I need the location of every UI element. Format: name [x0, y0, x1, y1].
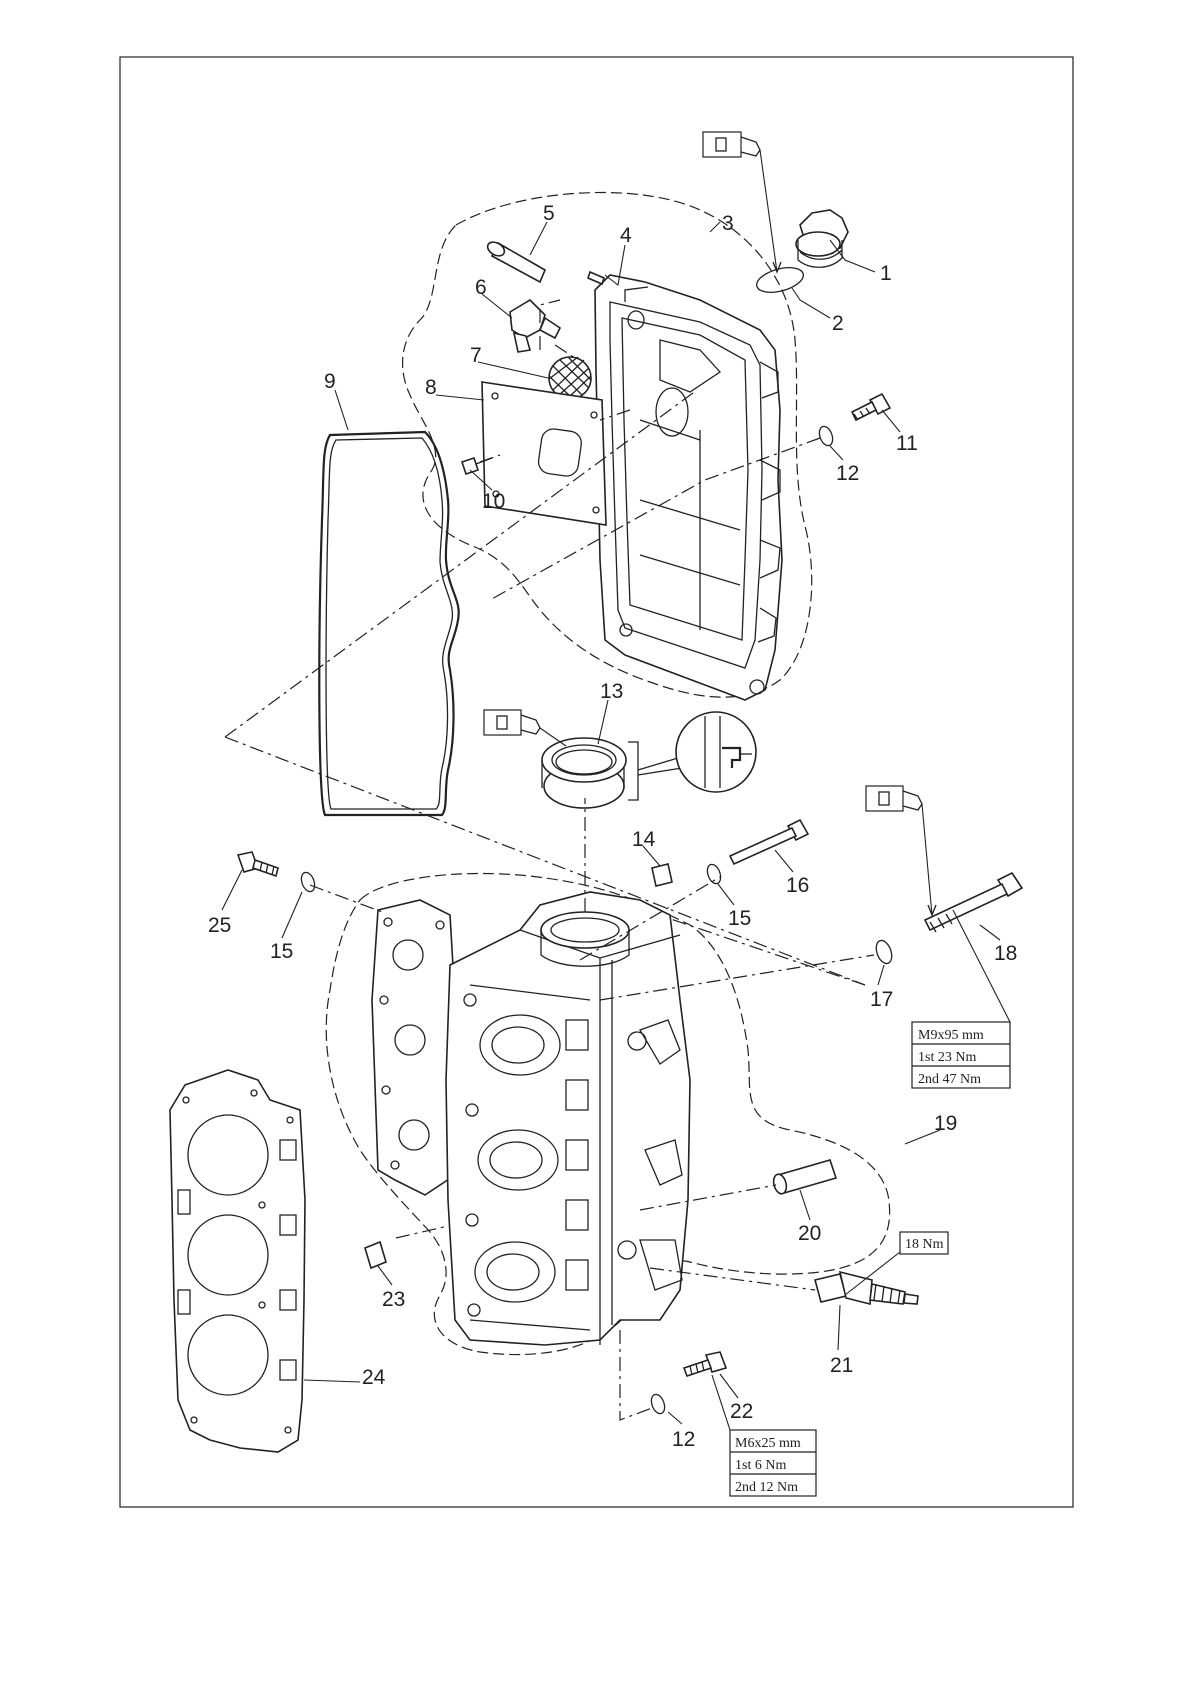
seal-detail-magnifier-icon: [628, 712, 756, 800]
callout-7: 7: [470, 344, 482, 367]
oil-filler-cap: [796, 210, 848, 267]
callout-24: 24: [362, 1366, 386, 1389]
long-bolt-16: [730, 820, 808, 864]
callout-16: 16: [786, 874, 809, 897]
callout-8: 8: [425, 376, 437, 399]
callout-19: 19: [934, 1112, 957, 1135]
spec-22-first: 1st 6 Nm: [735, 1458, 786, 1473]
callout-11: 11: [896, 432, 918, 455]
spec-18-second: 2nd 47 Nm: [918, 1072, 981, 1087]
spec-18-size: M9x95 mm: [918, 1028, 984, 1043]
head-dowel-pin: [365, 1242, 386, 1268]
cylinder-head-cover: [595, 275, 782, 700]
bolt-washer-15: [705, 863, 723, 886]
grease-tube-icon: [866, 786, 936, 915]
callout-25: 25: [208, 914, 231, 937]
callout-12a: 12: [836, 462, 859, 485]
bolt-washer-17: [873, 938, 894, 965]
callout-1: 1: [880, 262, 892, 285]
filler-o-ring: [754, 263, 806, 297]
thermostat-sleeve: [772, 1160, 836, 1195]
callout-12b: 12: [672, 1428, 695, 1451]
spec-21-torque: 18 Nm: [905, 1237, 944, 1252]
callout-23: 23: [382, 1288, 405, 1311]
grease-tube-icon: [484, 710, 566, 746]
breather-elbow: [510, 300, 560, 352]
callout-4: 4: [620, 224, 632, 247]
threaded-plug: [652, 864, 672, 886]
callout-10: 10: [482, 490, 505, 513]
bolt-washer-25: [299, 871, 317, 894]
callout-18: 18: [994, 942, 1017, 965]
bolt-washer-upper: [817, 425, 835, 448]
bolt-washer-12-lower: [649, 1393, 667, 1416]
oil-seal: [542, 738, 626, 808]
dowel-pin: [588, 272, 604, 284]
spark-plug: [815, 1272, 918, 1304]
spec-18-first: 1st 23 Nm: [918, 1050, 976, 1065]
callout-5: 5: [543, 202, 555, 225]
callout-21: 21: [830, 1354, 853, 1377]
callout-6: 6: [475, 276, 487, 299]
callout-17: 17: [870, 988, 893, 1011]
callout-2: 2: [832, 312, 844, 335]
cylinder-head: [372, 892, 690, 1345]
callout-9: 9: [324, 370, 336, 393]
breather-pipe: [485, 239, 545, 282]
callout-3: 3: [722, 212, 734, 235]
spec-22-size: M6x25 mm: [735, 1436, 801, 1451]
spec-box-22: M6x25 mm 1st 6 Nm 2nd 12 Nm: [712, 1375, 816, 1496]
spec-22-second: 2nd 12 Nm: [735, 1480, 798, 1495]
head-cover-bolt: [852, 394, 890, 420]
cylinder-head-bolt: [925, 873, 1022, 932]
grease-tube-icon: [703, 132, 781, 272]
callout-14: 14: [632, 828, 656, 851]
bolt-22: [684, 1352, 726, 1376]
exhaust-side-bolt: [238, 852, 278, 876]
callout-15b: 15: [270, 940, 293, 963]
callout-22: 22: [730, 1400, 753, 1423]
callout-13: 13: [600, 680, 623, 703]
callout-15a: 15: [728, 907, 751, 930]
head-cover-gasket: [319, 432, 458, 815]
callout-20: 20: [798, 1222, 821, 1245]
cylinder-head-gasket: [170, 1070, 305, 1452]
